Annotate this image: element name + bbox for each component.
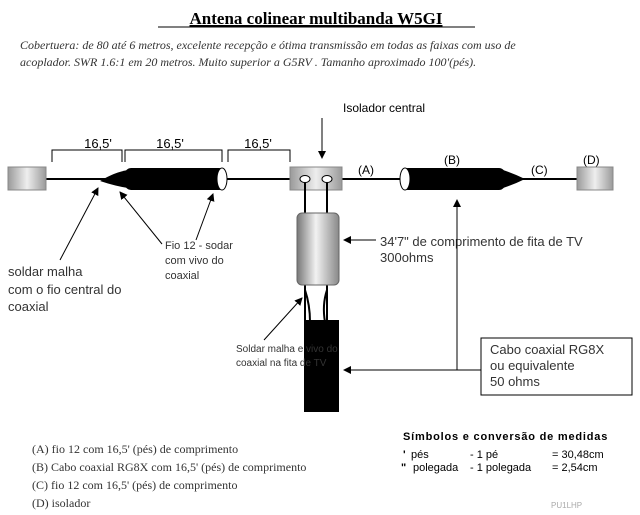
symbol-inch-name: polegada — [413, 462, 459, 474]
end-insulator-left — [7, 166, 47, 191]
symbol-feet-unit: - 1 pé — [470, 449, 498, 461]
subtitle-line-1: Cobertuera: de 80 até 6 metros, excelent… — [20, 38, 516, 52]
legend-item-d: (D) isolador — [32, 496, 90, 510]
subtitle-line-2: acoplador. SWR 1.6:1 em 20 metros. Muito… — [20, 55, 476, 69]
symbol-feet-name: pés — [411, 449, 429, 461]
solder-left-1: soldar malha — [8, 264, 83, 279]
legend-item-b: (B) Cabo coaxial RG8X com 16,5' (pés) de… — [32, 460, 306, 474]
solder-left-arrow — [59, 187, 99, 261]
isolator-hole — [299, 175, 311, 183]
legend-item-a: (A) fio 12 com 16,5' (pés) de compriment… — [32, 442, 238, 456]
solder-tv-1: Soldar malha e vivo do — [236, 344, 338, 355]
braid-left — [100, 170, 128, 188]
coax-info-box — [480, 337, 633, 396]
symbols-title: Símbolos e conversão de medidas — [403, 431, 608, 443]
fio12-2: com vivo do — [165, 255, 224, 267]
coax-box-line-2: ou equivalente — [490, 358, 575, 373]
tv-line-label-2: 300ohms — [380, 250, 434, 265]
fio12-1: Fio 12 - sodar — [165, 240, 233, 252]
dim-label-3: 16,5' — [244, 136, 272, 151]
coax-left-end — [216, 167, 228, 191]
symbol-inch-value: = 2,54cm — [552, 462, 598, 474]
feed-solder — [304, 289, 328, 323]
label-c: (C) — [531, 163, 548, 177]
isolator-hole — [321, 175, 333, 183]
feed-coax — [304, 320, 339, 412]
braid-right — [503, 170, 525, 188]
label-b: (B) — [444, 153, 460, 167]
coax-left — [125, 168, 225, 190]
tv-line-300ohm — [296, 212, 340, 286]
symbol-feet-value: = 30,48cm — [552, 449, 604, 461]
page-title: Antena colinear multibanda W5GI — [190, 9, 443, 28]
legend-item-c: (C) fio 12 com 16,5' (pés) de compriment… — [32, 478, 237, 492]
symbol-inch-unit: - 1 polegada — [470, 462, 532, 474]
symbol-inch: " — [401, 462, 406, 474]
solder-left-3: coaxial — [8, 299, 49, 314]
signature: PU1LHP — [551, 501, 582, 510]
label-d: (D) — [583, 153, 600, 167]
central-isolator — [289, 166, 343, 191]
fio12-3: coaxial — [165, 270, 199, 282]
symbol-feet: ' — [403, 449, 406, 461]
fio12-arrow-right — [195, 193, 215, 241]
coax-box-line-3: 50 ohms — [490, 374, 540, 389]
dimension-brackets — [51, 149, 291, 162]
solder-tv-arrow — [263, 297, 303, 341]
dim-label-2: 16,5' — [156, 136, 184, 151]
fio12-arrow-left — [119, 191, 163, 245]
tv-line-label-1: 34'7" de comprimento de fita de TV — [380, 234, 583, 249]
coax-b-end — [399, 167, 411, 191]
coax-b — [402, 168, 505, 190]
dim-label-1: 16,5' — [84, 136, 112, 151]
coax-box-line-1: Cabo coaxial RG8X — [490, 342, 604, 357]
solder-tv-2: coaxial na fita de TV — [236, 358, 327, 369]
solder-left-2: com o fio central do — [8, 282, 121, 297]
label-a: (A) — [358, 163, 374, 177]
isolator-label: Isolador central — [343, 101, 425, 115]
end-insulator-right — [576, 166, 614, 191]
